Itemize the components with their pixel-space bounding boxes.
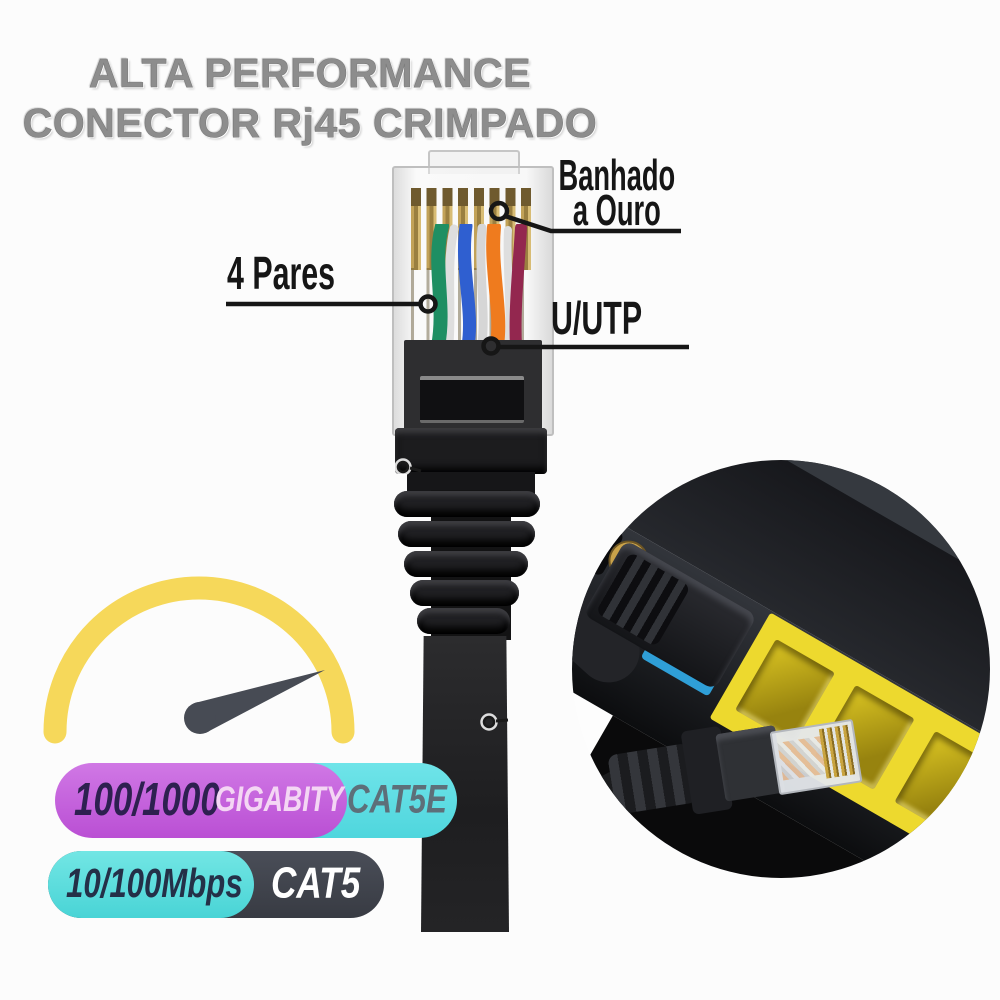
- badge-cat5e-label: CAT5E: [347, 777, 447, 822]
- callout-4-pairs: 4 Pares: [227, 247, 336, 299]
- badge-gigabit-cat5e: 100/1000 GIGABITY CAT5E: [55, 763, 457, 838]
- badge-fast-ethernet-speed: 10/100Mbps: [66, 859, 243, 906]
- badge-fast-ethernet-cat5: 10/100Mbps CAT5: [48, 851, 384, 918]
- wire-orange: [486, 224, 506, 350]
- page-title: ALTA PERFORMANCE CONECTOR Rj45 CRIMPADO: [0, 48, 620, 148]
- strain-relief-rib: [410, 580, 519, 606]
- strain-relief-rib: [398, 521, 535, 547]
- speedometer-icon: [43, 576, 355, 744]
- inset-connector-clear-head: [769, 718, 863, 796]
- gold-pin-tips: [411, 188, 537, 208]
- router-inset-photo: [572, 460, 990, 878]
- badge-gigabit-speed: 100/1000: [74, 772, 220, 825]
- lan-port: [894, 730, 990, 836]
- callout-gold-line1: Banhado: [558, 151, 676, 200]
- callout-gold-plated: Banhado a Ouro: [553, 151, 681, 233]
- title-line2: CONECTOR Rj45 CRIMPADO: [22, 100, 598, 147]
- inset-connector-wires: [777, 736, 827, 781]
- wire-blue: [457, 224, 477, 350]
- badge-gigabit-standard: GIGABITY: [215, 779, 344, 819]
- badge-gigabit-pill: [55, 763, 347, 838]
- inset-connector-gold-pins: [818, 724, 857, 779]
- connector-clear-body: [392, 166, 554, 448]
- wire-maroon: [509, 224, 527, 350]
- rj45-connector-photo: [392, 150, 554, 940]
- wire-green: [431, 224, 449, 350]
- badge-cat5-label: CAT5: [271, 858, 361, 907]
- badge-fast-ethernet-pill: [48, 851, 254, 918]
- gauge-needle-hub: [184, 702, 216, 734]
- strain-relief-rib: [394, 491, 540, 517]
- gauge-arc: [43, 576, 355, 744]
- gauge-needle: [194, 670, 325, 733]
- twisted-pair-wires: [431, 224, 527, 350]
- cable-sheath-slot: [420, 376, 524, 423]
- title-line1: ALTA PERFORMANCE: [88, 50, 532, 97]
- connector-boot: [395, 428, 547, 474]
- callout-uutp: U/UTP: [551, 292, 643, 344]
- strain-relief-rib: [417, 608, 510, 634]
- strain-relief-rib: [404, 551, 528, 577]
